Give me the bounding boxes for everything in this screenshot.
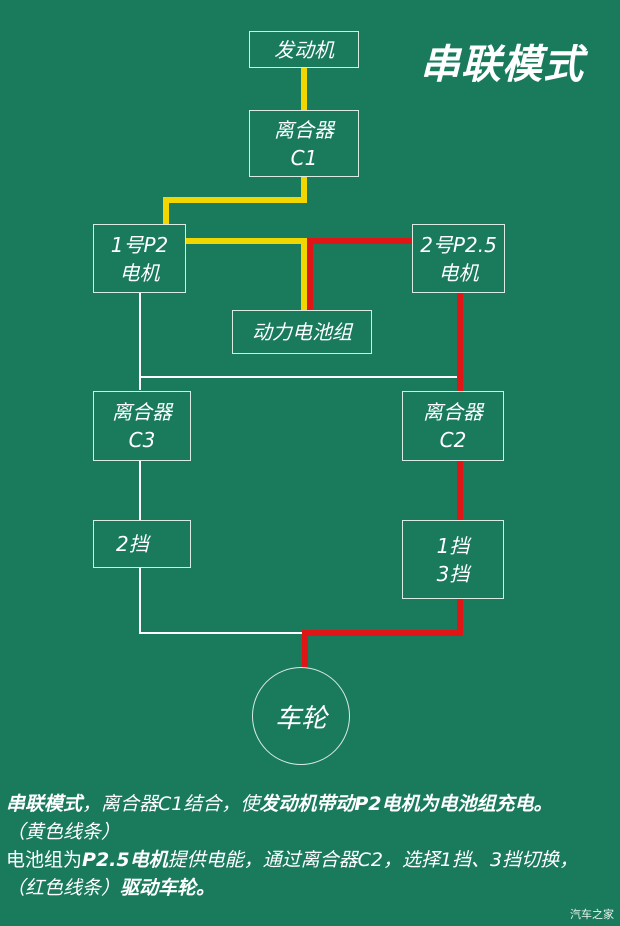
yellow-motor1-to-battery [185, 238, 307, 310]
caption-mode-name: 串联模式 [6, 793, 83, 815]
caption-motor-name: P2.5电机 [82, 849, 168, 871]
gear1-label: 1挡 [436, 533, 470, 558]
motor2-label: 2号P2.5 [420, 232, 497, 257]
clutch-c3-label: 离合器 [112, 400, 172, 424]
engine-label: 发动机 [274, 37, 334, 62]
clutch-c2-label: 离合器 [423, 400, 483, 424]
yellow-c1-to-motor1 [163, 176, 307, 224]
caption-line-1: 串联模式，离合器C1结合，使发动机带动P2电机为电池组充电。 [6, 790, 616, 818]
caption-battery-text: 电池组为 [6, 849, 83, 871]
clutch-c3-node: 离合器 C3 [93, 391, 191, 461]
motor2-node: 2号P2.5 电机 [412, 224, 505, 293]
gear13-node: 1挡 3挡 [402, 520, 504, 599]
caption-clutch-text: ，离合器C1结合，使 [82, 793, 260, 815]
mode-title: 串联模式 [420, 42, 584, 88]
clutch-c3-code: C3 [128, 428, 156, 452]
caption-drive-text: 驱动车轮。 [120, 877, 216, 899]
clutch-c1-node: 离合器 C1 [249, 110, 359, 177]
caption: 串联模式，离合器C1结合，使发动机带动P2电机为电池组充电。 （黄色线条） 电池… [6, 790, 616, 902]
clutch-c2-code: C2 [439, 428, 467, 452]
wheel-label: 车轮 [274, 703, 327, 734]
engine-node: 发动机 [249, 31, 359, 68]
red-gear13-to-wheel [302, 598, 463, 667]
red-battery-to-motor2 [307, 238, 413, 310]
gear3-label: 3挡 [436, 561, 470, 586]
motor2-sub: 电机 [438, 260, 479, 285]
caption-line-4: （红色线条）驱动车轮。 [6, 874, 616, 902]
caption-charge-text: 发动机带动P2电机为电池组充电。 [259, 793, 553, 815]
caption-line-3: 电池组为P2.5电机提供电能，通过离合器C2，选择1挡、3挡切换， [6, 846, 616, 874]
battery-node: 动力电池组 [232, 310, 372, 354]
motor1-node: 1号P2 电机 [93, 224, 186, 293]
gear2-label: 2挡 [116, 532, 149, 556]
line-gear2-to-wheel [139, 567, 305, 634]
wheel-node: 车轮 [252, 667, 350, 765]
caption-power-text: 提供电能，通过离合器C2，选择1挡、3挡切换， [167, 849, 579, 871]
watermark: 汽车之家 [570, 908, 614, 921]
caption-red-note: （红色线条） [6, 877, 121, 899]
motor1-sub: 电机 [119, 260, 160, 285]
caption-line-2: （黄色线条） [6, 818, 616, 846]
clutch-c2-node: 离合器 C2 [402, 391, 504, 461]
battery-label: 动力电池组 [252, 320, 352, 344]
gear2-node: 2挡 [93, 520, 191, 568]
clutch-c1-code: C1 [290, 145, 318, 170]
motor1-label: 1号P2 [110, 232, 169, 257]
clutch-c1-label: 离合器 [274, 117, 334, 142]
caption-yellow-note: （黄色线条） [6, 821, 121, 843]
